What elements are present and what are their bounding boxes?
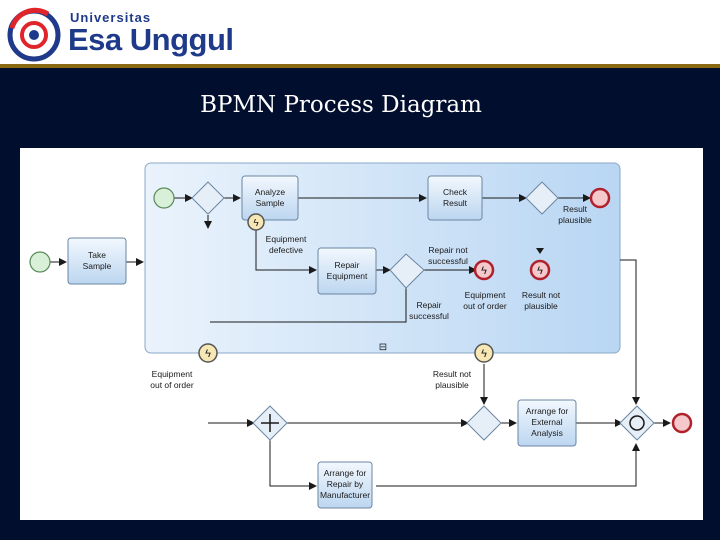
task-check-result[interactable]: Check Result <box>427 175 483 221</box>
inclusive-gateway[interactable] <box>619 405 655 441</box>
task-manufacturer-line2: Repair by <box>327 479 364 489</box>
error-marker-2: ϟ <box>481 265 487 277</box>
logo-name-text: Esa Unggul <box>68 22 234 57</box>
diagram-panel: ⊟ <box>20 148 703 520</box>
boundary-error-equipment-icon[interactable]: ϟ <box>198 343 218 363</box>
label-equipment-defective-1: Equipment <box>266 234 307 244</box>
label-repair-successful-2: successful <box>409 311 449 321</box>
bpmn-diagram: ⊟ <box>29 162 693 509</box>
task-arrange-external-analysis[interactable]: Arrange for External Analysis <box>517 399 577 447</box>
inner-start-event[interactable] <box>153 187 175 209</box>
label-repair-successful-1: Repair <box>416 300 441 310</box>
task-analyze-line1: Analyze <box>255 187 286 197</box>
exclusive-gateway[interactable] <box>466 405 502 441</box>
label-result-not-plausible-inner-2: plausible <box>524 301 558 311</box>
error-marker-4: ϟ <box>205 348 211 360</box>
task-analyze-line2: Sample <box>256 198 285 208</box>
label-equipment-ooo-outer-1: Equipment <box>152 369 193 379</box>
label-result-not-plausible-inner-1: Result not <box>522 290 561 300</box>
task-manufacturer-line1: Arrange for <box>324 468 367 478</box>
logo-university-text: Universitas <box>70 10 152 25</box>
header-divider <box>0 64 720 68</box>
repair-gateway[interactable] <box>389 253 425 289</box>
inner-merge-gateway[interactable] <box>191 181 225 215</box>
task-take-line2: Sample <box>83 261 112 271</box>
task-manufacturer-line3: Manufacturer <box>320 490 370 500</box>
label-equipment-ooo-inner-1: Equipment <box>465 290 506 300</box>
error-boundary-event-icon[interactable]: ϟ <box>247 213 265 231</box>
label-result-not-plausible-outer-2: plausible <box>435 380 469 390</box>
task-repair-equipment[interactable]: Repair Equipment <box>317 247 377 295</box>
task-external-line1: Arrange for <box>526 406 569 416</box>
label-equipment-defective-2: defective <box>269 245 303 255</box>
inner-end-event[interactable] <box>589 187 611 209</box>
parallel-gateway[interactable] <box>252 405 288 441</box>
label-equipment-ooo-inner-2: out of order <box>463 301 507 311</box>
label-result-not-plausible-outer-1: Result not <box>433 369 472 379</box>
task-external-line2: External <box>531 417 562 427</box>
task-take-line1: Take <box>88 250 106 260</box>
label-repair-not-successful-1: Repair not <box>428 245 468 255</box>
task-analyze-sample[interactable]: Analyze Sample <box>241 175 299 221</box>
boundary-error-result-icon[interactable]: ϟ <box>474 343 494 363</box>
task-check-line1: Check <box>443 187 468 197</box>
subprocess-collapse-marker: ⊟ <box>379 342 387 353</box>
label-result-plausible-1: Result <box>563 204 588 214</box>
outer-flows <box>50 258 671 490</box>
outer-end-event[interactable] <box>671 412 693 434</box>
inner-flows <box>174 194 591 323</box>
university-logo-icon <box>7 7 61 62</box>
label-repair-not-successful-2: successful <box>428 256 468 266</box>
error-marker-3: ϟ <box>537 265 543 277</box>
error-end-event-result-icon[interactable]: ϟ <box>529 248 551 281</box>
result-gateway[interactable] <box>525 181 559 215</box>
task-repair-line2: Equipment <box>327 271 368 281</box>
slide-title: BPMN Process Diagram <box>200 92 482 118</box>
task-external-line3: Analysis <box>531 428 563 438</box>
outer-start-event[interactable] <box>29 251 51 273</box>
error-end-event-equipment-icon[interactable]: ϟ <box>473 259 495 281</box>
error-marker-1: ϟ <box>253 218 259 229</box>
error-marker-5: ϟ <box>481 348 487 360</box>
header-bar: Universitas Esa Unggul <box>0 0 720 66</box>
task-check-line2: Result <box>443 198 468 208</box>
task-repair-line1: Repair <box>334 260 359 270</box>
label-equipment-ooo-outer-2: out of order <box>150 380 194 390</box>
task-take-sample[interactable]: Take Sample <box>67 237 127 285</box>
task-arrange-repair-manufacturer[interactable]: Arrange for Repair by Manufacturer <box>317 461 373 509</box>
label-result-plausible-2: plausible <box>558 215 592 225</box>
